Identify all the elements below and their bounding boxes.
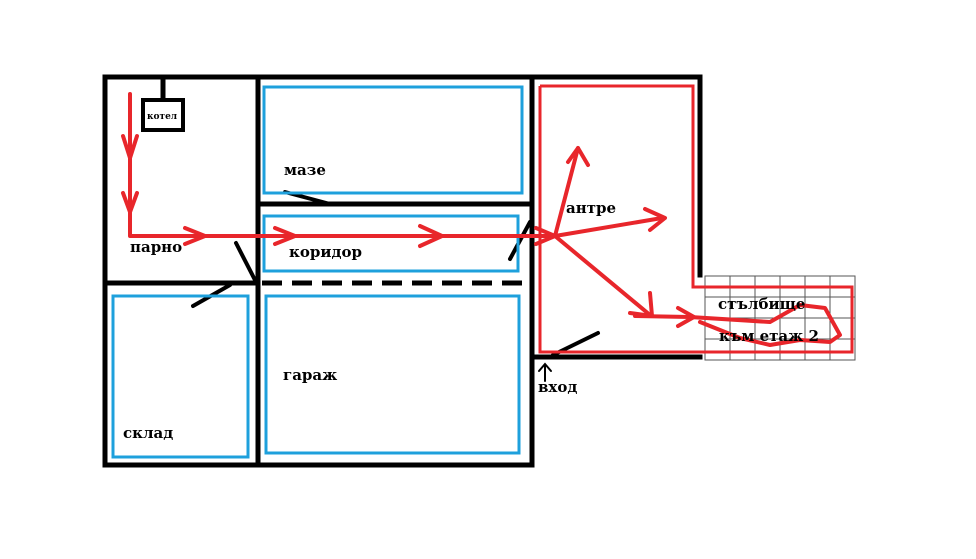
arrow-down-right	[628, 291, 654, 318]
label-kotel: котел	[147, 112, 178, 122]
outer-wall	[102, 74, 703, 278]
label-garaj: гараж	[283, 366, 337, 384]
corridor-outline	[262, 214, 520, 273]
garage-outline	[264, 294, 521, 455]
boiler-box	[141, 98, 185, 132]
door-boiler	[234, 241, 258, 284]
label-parno: парно	[130, 238, 182, 256]
walls	[102, 74, 703, 468]
label-antre: антре	[566, 199, 616, 217]
entrance-arrow	[538, 362, 552, 382]
arrow-down-2	[121, 191, 139, 214]
label-sklad: склад	[123, 424, 173, 442]
door-corridor	[508, 220, 532, 261]
arrow-down-1	[121, 134, 139, 160]
route-arrowheads	[121, 134, 696, 328]
arrow-right-4	[534, 226, 557, 246]
label-kam-etaj: към етаж 2	[719, 327, 819, 345]
heated-zone-outline	[538, 84, 854, 354]
room-outlines	[111, 85, 524, 459]
arrow-stairs	[676, 306, 696, 328]
heating-route	[128, 92, 842, 347]
arrow-right-1	[183, 226, 207, 246]
label-vhod: вход	[538, 378, 577, 396]
arrow-up	[566, 146, 590, 167]
label-koridor: коридор	[289, 243, 362, 261]
label-stalbishte: стълбище	[718, 295, 805, 313]
arrow-right-2	[273, 226, 297, 246]
storage-outline	[111, 294, 250, 459]
arrow-right-3	[418, 224, 444, 248]
label-maze: мазе	[284, 161, 326, 179]
basement-outline	[262, 85, 524, 195]
arrow-right-antre	[643, 207, 667, 232]
